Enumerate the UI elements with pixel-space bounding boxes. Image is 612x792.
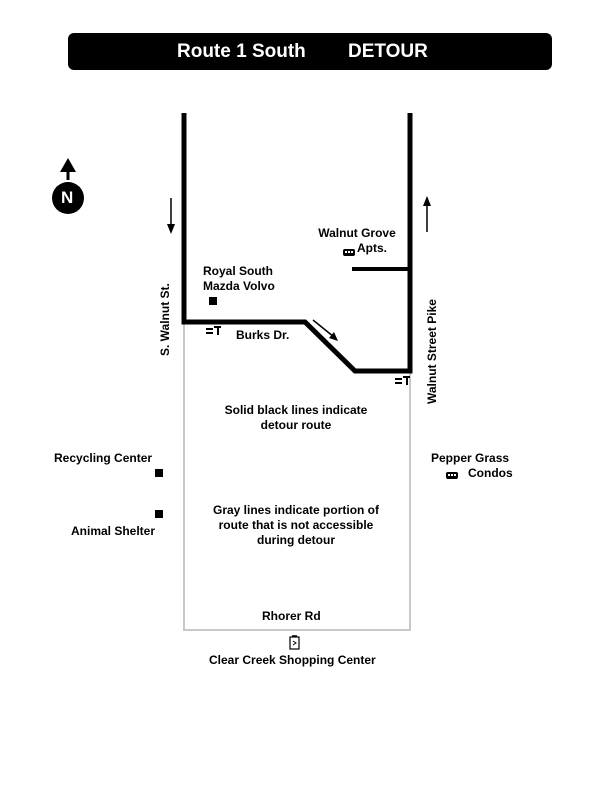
legend-gray-lines: Gray lines indicate portion of route tha… [190,503,402,548]
southeast-arrow-icon [312,319,338,341]
animal-shelter-marker-icon [155,510,163,518]
shopping-cart-icon [289,635,300,650]
legend-gray-line1: Gray lines indicate portion of [212,503,380,517]
landmark-walnut-line1: Walnut Grove [318,226,396,240]
legend-solid-line2: detour route [260,418,332,432]
legend-gray-line3: during detour [257,533,335,547]
north-compass-icon [52,158,84,214]
inaccessible-route [183,322,411,631]
landmark-recycling-center: Recycling Center [54,451,153,465]
route-banner: Route 1 South DETOUR [68,33,552,70]
route-title: Route 1 South [177,41,306,62]
street-label-s-walnut: S. Walnut St. [158,283,172,356]
condo-icon [446,472,458,479]
landmark-walnut-grove: Walnut Grove Apts. [312,226,402,256]
detour-route [181,113,413,374]
bus-stop-icon [206,326,221,335]
legend-solid-lines: Solid black lines indicate detour route [196,403,396,433]
legend-gray-line2: route that is not accessible [218,518,374,532]
street-label-rhorer: Rhorer Rd [262,609,321,623]
compass-letter: N [61,188,74,207]
landmark-walnut-line2: Apts. [357,241,387,255]
landmark-pepper-grass-line1: Pepper Grass [431,451,510,465]
royal-south-marker-icon [209,297,217,305]
legend-solid-line1: Solid black lines indicate [224,403,368,417]
landmark-royal-line1: Royal South [203,264,274,278]
recycling-center-marker-icon [155,469,163,477]
landmark-pepper-grass-line2: Condos [468,466,513,480]
north-arrow-icon [423,196,431,232]
street-label-burks: Burks Dr. [236,328,290,342]
landmark-animal-shelter: Animal Shelter [71,524,156,538]
south-arrow-icon [167,198,175,234]
street-label-walnut-pike: Walnut Street Pike [425,299,439,404]
landmark-royal-line2: Mazda Volvo [203,279,275,293]
landmark-royal-south: Royal South Mazda Volvo [203,264,275,294]
landmark-shopping-center: Clear Creek Shopping Center [209,653,376,667]
bus-stop-icon [395,376,410,385]
detour-label: DETOUR [348,41,428,62]
apartment-icon [343,249,355,256]
